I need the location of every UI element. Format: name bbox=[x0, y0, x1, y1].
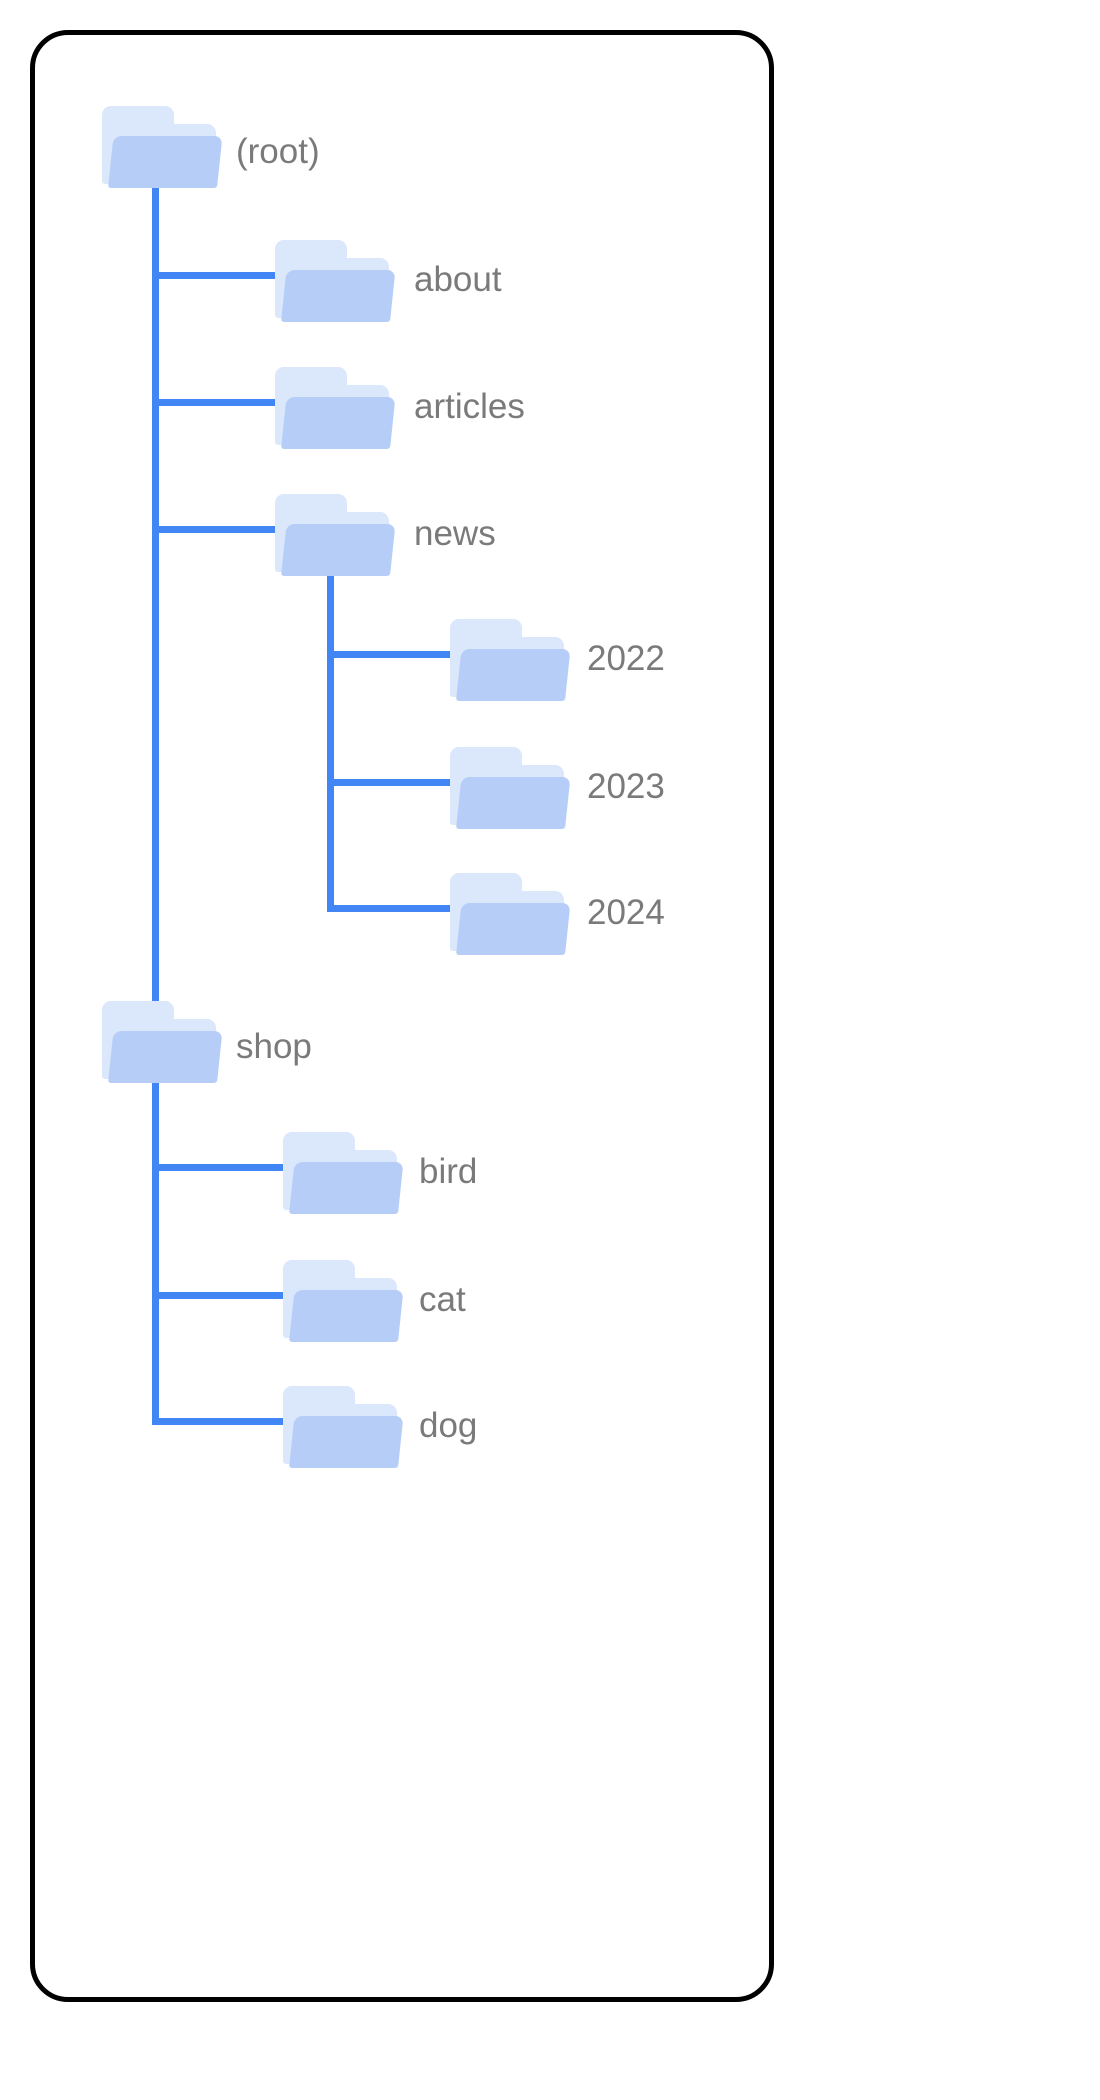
folder-icon[interactable] bbox=[450, 863, 571, 955]
folder-front-panel bbox=[108, 1031, 223, 1083]
folder-icon[interactable] bbox=[102, 991, 223, 1083]
edge-root-articles bbox=[152, 399, 292, 406]
node-label-2024: 2024 bbox=[587, 893, 665, 932]
edge-news-2022 bbox=[327, 651, 467, 658]
edge-trunk-root bbox=[152, 175, 159, 1425]
folder-front-panel bbox=[456, 903, 571, 955]
folder-icon[interactable] bbox=[283, 1122, 404, 1214]
edge-news-2024 bbox=[327, 905, 467, 912]
edge-news-2023 bbox=[327, 779, 467, 786]
folder-front-panel bbox=[108, 136, 223, 188]
node-label-root: (root) bbox=[236, 132, 320, 171]
node-label-news: news bbox=[414, 514, 496, 553]
folder-icon[interactable] bbox=[275, 357, 396, 449]
folder-front-panel bbox=[281, 270, 396, 322]
node-label-cat: cat bbox=[419, 1280, 466, 1319]
edge-root-about bbox=[152, 272, 292, 279]
node-label-shop: shop bbox=[236, 1027, 312, 1066]
node-label-bird: bird bbox=[419, 1152, 478, 1191]
folder-icon[interactable] bbox=[450, 609, 571, 701]
folder-front-panel bbox=[281, 397, 396, 449]
edge-trunk-shop bbox=[152, 1040, 159, 1415]
folder-icon[interactable] bbox=[283, 1376, 404, 1468]
edge-shop-cat bbox=[152, 1292, 292, 1299]
node-label-articles: articles bbox=[414, 387, 525, 426]
folder-icon[interactable] bbox=[450, 737, 571, 829]
edge-shop-dog bbox=[152, 1418, 292, 1425]
edge-shop-bird bbox=[152, 1164, 292, 1171]
folder-icon[interactable] bbox=[283, 1250, 404, 1342]
edge-trunk-news bbox=[327, 556, 334, 911]
folder-icon[interactable] bbox=[275, 230, 396, 322]
folder-front-panel bbox=[289, 1290, 404, 1342]
node-label-dog: dog bbox=[419, 1406, 478, 1445]
folder-front-panel bbox=[456, 777, 571, 829]
folder-front-panel bbox=[289, 1162, 404, 1214]
node-label-2023: 2023 bbox=[587, 767, 665, 806]
folder-front-panel bbox=[281, 524, 396, 576]
folder-icon[interactable] bbox=[275, 484, 396, 576]
folder-front-panel bbox=[456, 649, 571, 701]
node-label-about: about bbox=[414, 260, 502, 299]
folder-front-panel bbox=[289, 1416, 404, 1468]
edge-root-news bbox=[152, 526, 292, 533]
node-label-2022: 2022 bbox=[587, 639, 665, 678]
folder-icon[interactable] bbox=[102, 96, 223, 188]
